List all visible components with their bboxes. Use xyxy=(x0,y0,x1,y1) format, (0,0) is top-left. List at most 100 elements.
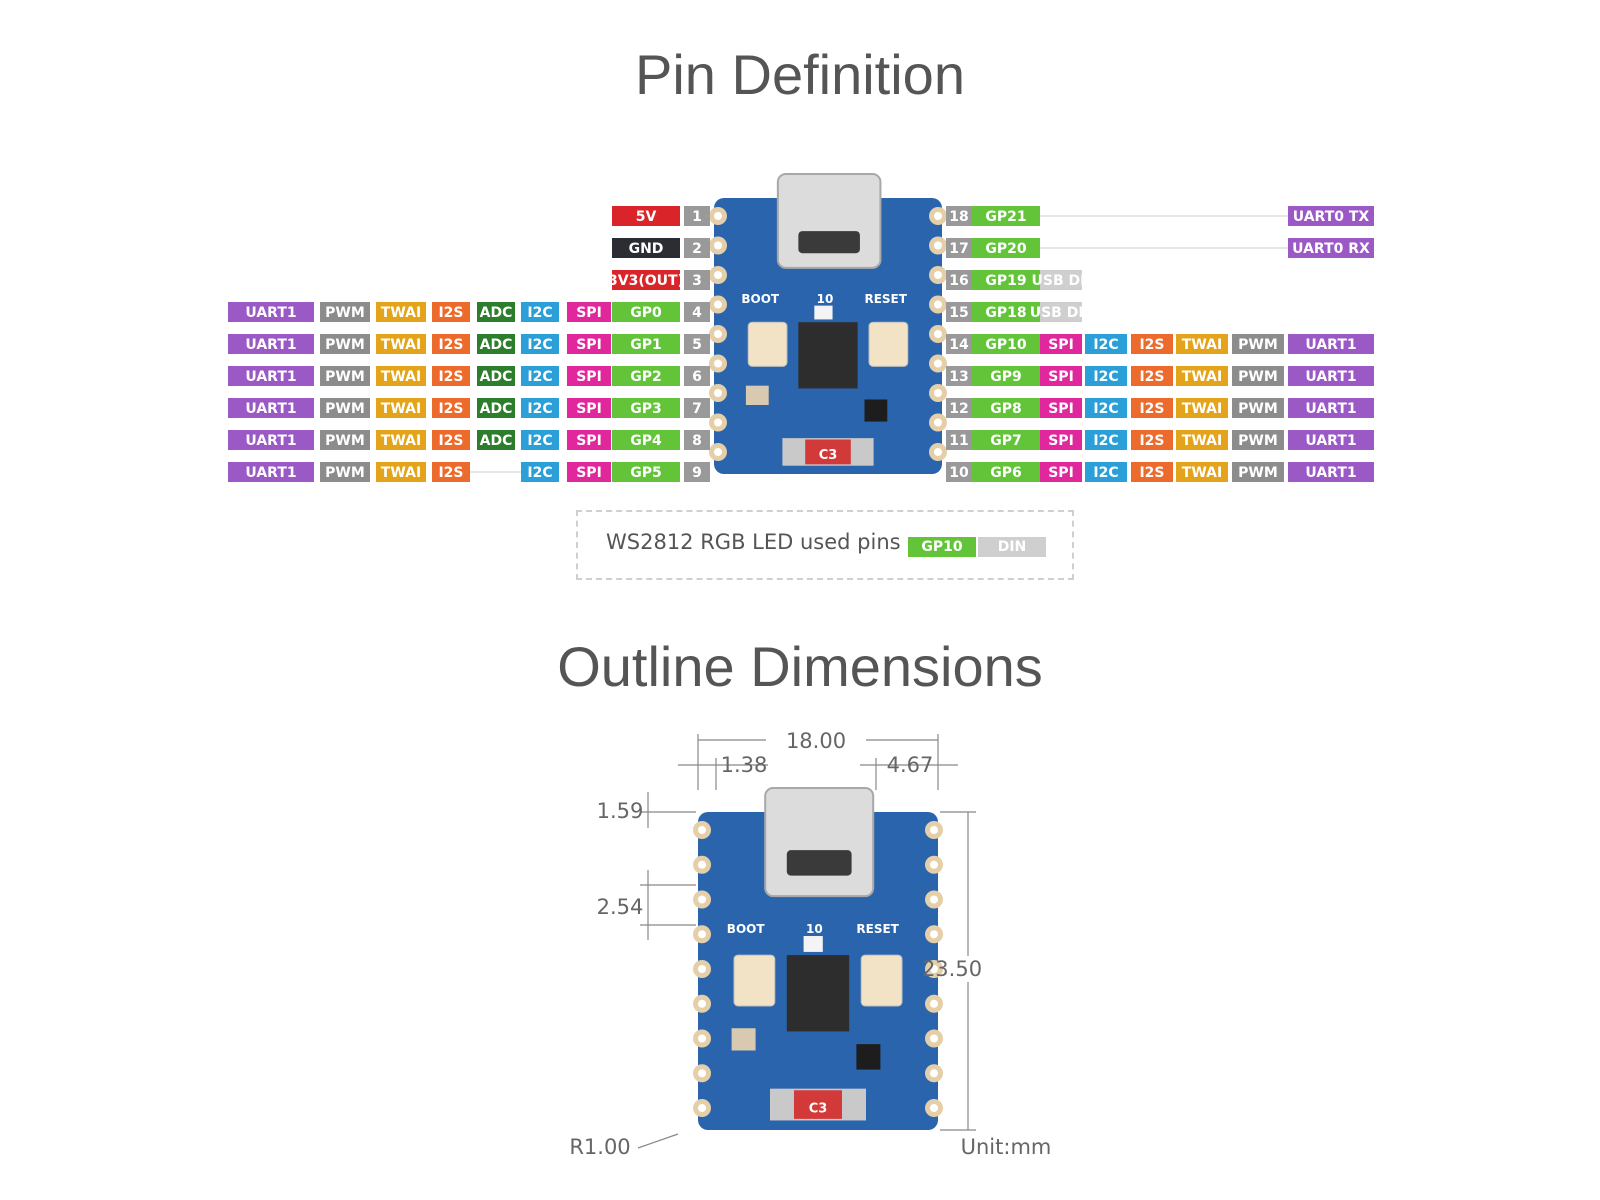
left-pin-number: 3 xyxy=(684,270,710,290)
right-pin-uart1-chip-bg xyxy=(1288,462,1374,482)
right-pin-i2c-chip: I2C xyxy=(1085,398,1127,418)
pinout-hole-left xyxy=(714,271,722,279)
left-pin-i2c-chip-bg xyxy=(521,366,559,386)
right-pin-uart0-chip-bg xyxy=(1288,238,1374,258)
right-pin-i2c-chip-bg xyxy=(1085,334,1127,354)
left-pin-gp4-chip: GP4 xyxy=(612,430,680,450)
pinout-hole-right xyxy=(934,212,942,220)
left-pin-adc-chip-bg xyxy=(477,430,515,450)
right-pin-number-bg xyxy=(946,334,972,354)
left-pin-twai-chip-bg xyxy=(376,462,426,482)
left-pin-uart1-chip-label: UART1 xyxy=(245,337,296,353)
right-pin-gp9-chip-label: GP9 xyxy=(990,369,1022,385)
left-pin-gp3-chip-label: GP3 xyxy=(630,401,662,417)
dimension-esp32c3-chip xyxy=(786,955,850,1032)
dimension-led-pin-label: 10 xyxy=(806,922,823,936)
right-pin-number-bg xyxy=(946,238,972,258)
right-pin-number: 17 xyxy=(946,238,972,258)
left-pin-twai-chip: TWAI xyxy=(376,366,426,386)
right-pin-gp8-chip-bg xyxy=(972,398,1040,418)
right-pin-number-bg xyxy=(946,366,972,386)
left-pin-i2s-chip-bg xyxy=(432,462,470,482)
right-pin-spi-chip-bg xyxy=(1040,430,1082,450)
pinout-crystal xyxy=(745,385,769,405)
left-pin-spi-chip: SPI xyxy=(567,430,611,450)
right-pin-gp20-chip-label: GP20 xyxy=(985,241,1026,257)
right-pin-twai-chip: TWAI xyxy=(1176,398,1228,418)
left-pin-number: 5 xyxy=(684,334,710,354)
pinout-reset-button[interactable] xyxy=(868,321,909,367)
right-pin-i2s-chip: I2S xyxy=(1131,430,1173,450)
left-pin-i2s-chip: I2S xyxy=(432,302,470,322)
left-pin-i2s-chip-bg xyxy=(432,398,470,418)
right-pin-gp7-chip-bg xyxy=(972,430,1040,450)
pinout-boot-button[interactable] xyxy=(747,321,788,367)
pinout-esp32c3-chip xyxy=(798,322,858,389)
right-pin-pwm-chip: PWM xyxy=(1232,366,1284,386)
right-pin-gp6-chip-bg xyxy=(972,462,1040,482)
left-pin-twai-chip: TWAI xyxy=(376,430,426,450)
right-pin-i2s-chip-bg xyxy=(1131,398,1173,418)
led-gpio-chip: GP10 xyxy=(908,537,976,557)
left-pin-spi-chip-label: SPI xyxy=(576,305,602,321)
right-pin-usbdp-chip: USB DP xyxy=(1032,270,1090,290)
dimension-hole-left xyxy=(698,826,706,834)
left-pin-i2s-chip-bg xyxy=(432,334,470,354)
left-pin-i2c-chip: I2C xyxy=(521,302,559,322)
right-pin-i2s-chip-label: I2S xyxy=(1139,369,1164,385)
dimension-hole-left xyxy=(698,860,706,869)
left-pin-i2s-chip-bg xyxy=(432,302,470,322)
right-pin-number-bg xyxy=(946,302,972,322)
left-pin-uart1-chip-bg xyxy=(228,462,314,482)
right-pin-i2c-chip-bg xyxy=(1085,366,1127,386)
pinout-hole-right xyxy=(934,300,942,309)
left-pin-adc-chip: ADC xyxy=(477,366,515,386)
led-info-box: WS2812 RGB LED used pins GP10 DIN xyxy=(576,510,1074,580)
right-pin-i2s-chip: I2S xyxy=(1131,334,1173,354)
left-pin-i2c-chip: I2C xyxy=(521,462,559,482)
right-pin-spi-chip-label: SPI xyxy=(1048,433,1074,449)
right-pin-spi-chip-label: SPI xyxy=(1048,337,1074,353)
right-pin-uart0-chip: UART0 RX xyxy=(1288,238,1374,258)
left-pin-gnd-chip-bg xyxy=(612,238,680,258)
right-pin-number-label: 17 xyxy=(949,241,968,257)
left-pin-gp2-chip-bg xyxy=(612,366,680,386)
right-pin-pwm-chip-bg xyxy=(1232,366,1284,386)
dimension-hole-left xyxy=(698,1104,706,1112)
left-pin-number: 9 xyxy=(684,462,710,482)
left-pin-spi-chip-bg xyxy=(567,366,611,386)
pinout-hole-right xyxy=(934,330,942,338)
right-pin-gp9-chip-bg xyxy=(972,366,1040,386)
left-pin-uart1-chip: UART1 xyxy=(228,366,314,386)
left-pin-i2c-chip-label: I2C xyxy=(527,465,552,481)
pinout-hole-right xyxy=(934,271,942,279)
left-pin-number-bg xyxy=(684,270,710,290)
right-pin-spi-chip: SPI xyxy=(1040,430,1082,450)
left-pin-number-label: 2 xyxy=(692,241,702,257)
left-pin-number-label: 7 xyxy=(692,401,702,417)
right-pin-uart0-chip-bg xyxy=(1288,206,1374,226)
dimension-boot-button[interactable] xyxy=(733,954,776,1007)
left-pin-spi-chip-label: SPI xyxy=(576,369,602,385)
left-pin-i2c-chip-bg xyxy=(521,334,559,354)
outline-dimensions-title: Outline Dimensions xyxy=(557,635,1043,698)
left-pin-pwm-chip-label: PWM xyxy=(325,369,365,385)
right-pin-i2c-chip-label: I2C xyxy=(1093,401,1118,417)
width-dimension-label: 18.00 xyxy=(786,730,846,753)
right-pin-spi-chip-bg xyxy=(1040,398,1082,418)
dimension-usb-c-connector xyxy=(764,787,875,898)
dimension-reset-button[interactable] xyxy=(860,954,903,1007)
pinout-hole-left xyxy=(714,359,722,368)
right-pin-uart1-chip-bg xyxy=(1288,366,1374,386)
right-pin-spi-chip: SPI xyxy=(1040,366,1082,386)
left-pin-twai-chip-bg xyxy=(376,430,426,450)
top-pad-dimension-label: 1.59 xyxy=(597,799,644,823)
right-pin-i2s-chip-label: I2S xyxy=(1139,465,1164,481)
dimension-antenna-chip xyxy=(794,1090,842,1119)
left-pin-twai-chip-bg xyxy=(376,334,426,354)
right-pin-twai-chip-label: TWAI xyxy=(1182,433,1222,449)
right-pin-twai-chip: TWAI xyxy=(1176,366,1228,386)
right-pin-twai-chip-bg xyxy=(1176,334,1228,354)
left-pin-number: 6 xyxy=(684,366,710,386)
